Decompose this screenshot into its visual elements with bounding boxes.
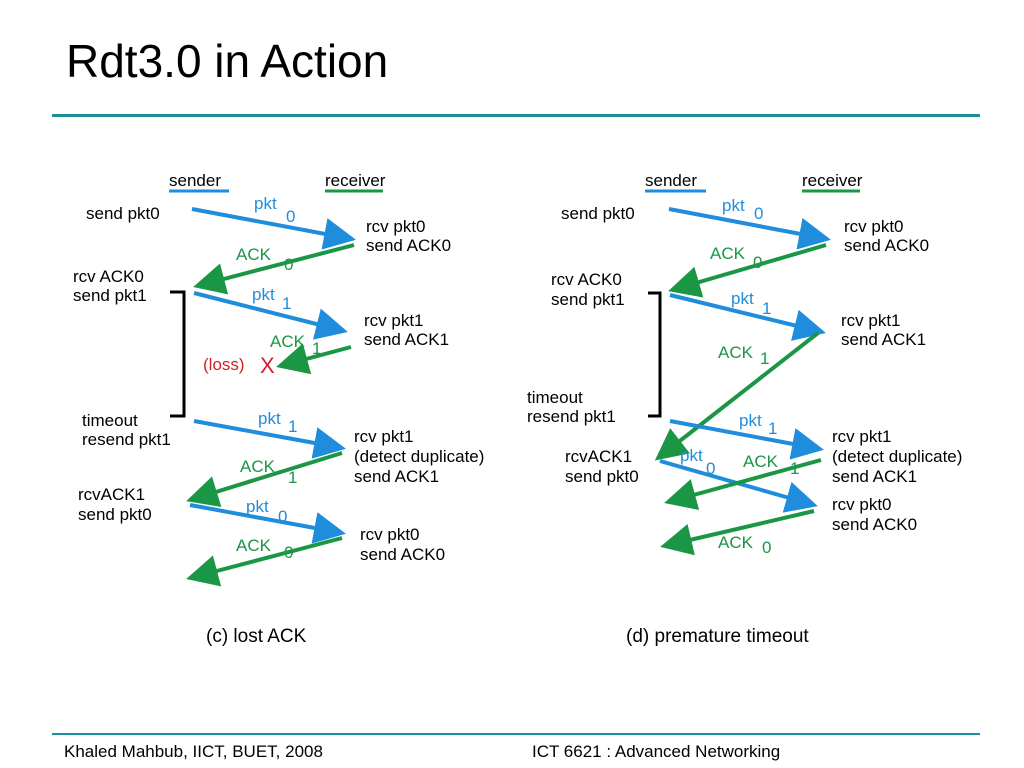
message-arrow — [669, 293, 826, 341]
message-label: pkt — [722, 196, 745, 215]
diagram-caption: (d) premature timeout — [626, 626, 809, 647]
sender-label: rcv ACK0 — [551, 270, 622, 289]
legend-sender: sender — [169, 171, 221, 190]
footer-author: Khaled Mahbub, IICT, BUET, 2008 — [64, 742, 323, 761]
message-subscript: 1 — [768, 419, 777, 438]
sender-label: resend pkt1 — [527, 407, 616, 426]
message-subscript: 1 — [760, 349, 769, 368]
sender-label: rcvACK1 — [565, 447, 632, 466]
diagram-caption: (c) lost ACK — [206, 626, 307, 647]
sender-label: send pkt1 — [551, 290, 625, 309]
receiver-label: rcv pkt0 — [844, 217, 904, 236]
sender-label: timeout — [527, 388, 583, 407]
message-arrow — [668, 207, 831, 250]
slide-title: Rdt3.0 in Action — [66, 35, 389, 87]
message-subscript: 0 — [284, 543, 293, 562]
message-arrow — [193, 419, 346, 459]
footer-divider — [52, 733, 980, 735]
sender-label: timeout — [82, 411, 138, 430]
receiver-label: rcv pkt0 — [832, 495, 892, 514]
receiver-label: send ACK0 — [832, 515, 917, 534]
timer-bracket — [170, 290, 186, 418]
loss-x-icon: X — [260, 353, 275, 378]
message-label: ACK — [718, 343, 754, 362]
receiver-label: rcv pkt1 — [841, 311, 901, 330]
sender-label: send pkt1 — [73, 286, 147, 305]
footer-course: ICT 6621 : Advanced Networking — [532, 742, 781, 761]
message-subscript: 1 — [790, 459, 799, 478]
message-label: ACK — [236, 245, 272, 264]
message-arrow — [660, 509, 815, 556]
receiver-label: rcv pkt0 — [366, 217, 426, 236]
message-subscript: 0 — [762, 538, 771, 557]
loss-label: (loss) — [203, 355, 245, 374]
message-subscript: 0 — [706, 459, 715, 478]
message-label: pkt — [680, 446, 703, 465]
receiver-label: send ACK0 — [366, 236, 451, 255]
receiver-label: rcv pkt0 — [360, 525, 420, 544]
message-arrow — [193, 243, 355, 295]
message-arrow — [189, 503, 346, 544]
message-arrow — [664, 458, 822, 511]
message-arrow — [668, 243, 827, 298]
receiver-label: rcv pkt1 — [354, 427, 414, 446]
receiver-label: send ACK1 — [354, 467, 439, 486]
diagram-d-premature-timeout: sender receiver send pkt0 rcv ACK0 send … — [527, 171, 962, 647]
message-arrow — [669, 419, 824, 460]
sender-label: send pkt0 — [86, 204, 160, 223]
sender-label: rcvACK1 — [78, 485, 145, 504]
message-arrow — [654, 331, 820, 461]
message-label: ACK — [743, 452, 779, 471]
message-label: ACK — [718, 533, 754, 552]
message-label: pkt — [739, 411, 762, 430]
message-arrow — [186, 536, 343, 587]
receiver-label: send ACK1 — [832, 467, 917, 486]
receiver-label: (detect duplicate) — [354, 447, 484, 466]
message-subscript: 0 — [753, 253, 762, 272]
message-subscript: 1 — [762, 299, 771, 318]
legend-receiver: receiver — [802, 171, 863, 190]
message-subscript: 0 — [278, 507, 287, 526]
message-label: ACK — [236, 536, 272, 555]
message-label: pkt — [252, 285, 275, 304]
message-arrow — [193, 291, 348, 340]
diagram-c-lost-ack: sender receiver send pkt0 rcv ACK0 send … — [73, 171, 484, 647]
receiver-label: rcv pkt1 — [364, 311, 424, 330]
sender-label: resend pkt1 — [82, 430, 171, 449]
message-arrow — [186, 451, 343, 508]
message-label: pkt — [254, 194, 277, 213]
sender-label: send pkt0 — [561, 204, 635, 223]
message-label: ACK — [270, 332, 306, 351]
legend-receiver: receiver — [325, 171, 386, 190]
message-arrow — [191, 207, 356, 250]
receiver-label: send ACK0 — [844, 236, 929, 255]
receiver-label: rcv pkt1 — [832, 427, 892, 446]
sender-label: rcv ACK0 — [73, 267, 144, 286]
message-subscript: 0 — [286, 207, 295, 226]
message-subscript: 0 — [754, 204, 763, 223]
message-label: ACK — [240, 457, 276, 476]
message-arrow — [276, 343, 352, 375]
message-subscript: 1 — [288, 417, 297, 436]
receiver-label: send ACK1 — [364, 330, 449, 349]
receiver-label: (detect duplicate) — [832, 447, 962, 466]
message-subscript: 1 — [282, 294, 291, 313]
message-subscript: 1 — [312, 339, 321, 358]
receiver-label: send ACK0 — [360, 545, 445, 564]
message-label: ACK — [710, 244, 746, 263]
receiver-label: send ACK1 — [841, 330, 926, 349]
message-label: pkt — [731, 289, 754, 308]
message-label: pkt — [258, 409, 281, 428]
sender-label: send pkt0 — [78, 505, 152, 524]
timer-bracket — [648, 291, 662, 418]
legend-sender: sender — [645, 171, 697, 190]
message-label: pkt — [246, 497, 269, 516]
title-divider — [52, 114, 980, 117]
message-subscript: 0 — [284, 255, 293, 274]
message-subscript: 1 — [288, 468, 297, 487]
sender-label: send pkt0 — [565, 467, 639, 486]
